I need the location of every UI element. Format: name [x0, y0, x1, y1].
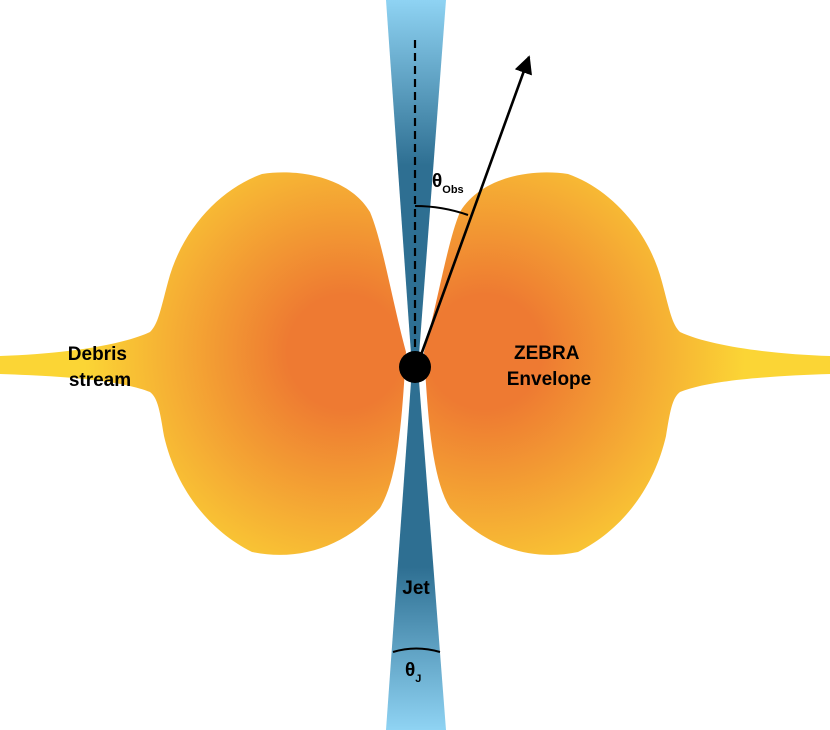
theta-j-arc	[392, 647, 441, 653]
theta-j-label: θJ	[405, 660, 421, 685]
envelope-left-lobe	[0, 172, 406, 555]
central-black-hole	[399, 351, 431, 383]
jet-lower-cone	[386, 368, 446, 730]
observer-arrow	[415, 55, 532, 367]
jet-label: Jet	[402, 578, 430, 599]
theta-obs-label: θObs	[432, 171, 464, 196]
envelope-right-lobe	[424, 172, 830, 555]
debris-stream-label: Debris stream	[68, 344, 132, 391]
zebra-envelope-label: ZEBRA Envelope	[507, 343, 591, 390]
theta-obs-arc	[414, 204, 469, 216]
